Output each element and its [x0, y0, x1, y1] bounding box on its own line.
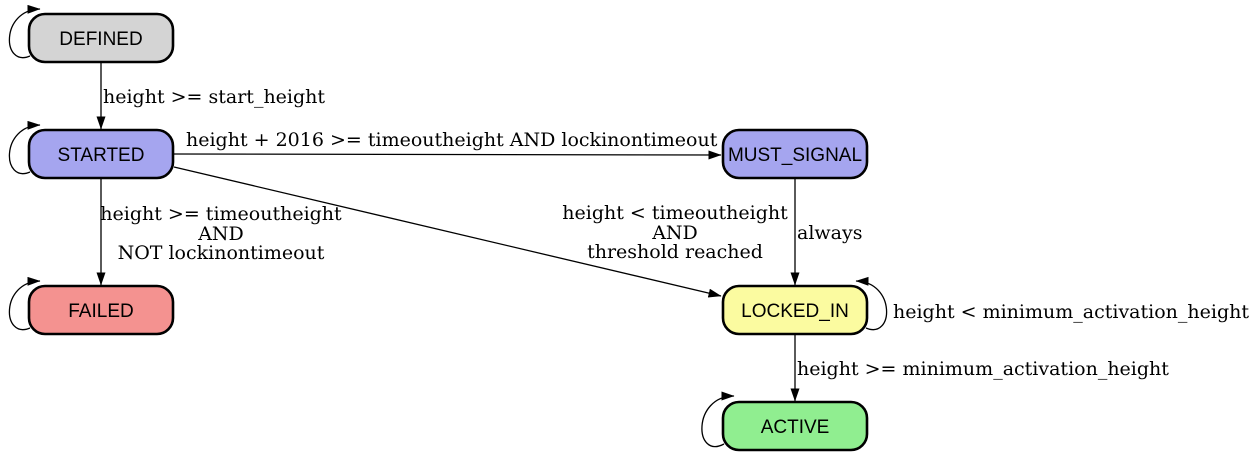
edge-started-locked-in	[173, 166, 722, 298]
edge-label-started-failed-line2: AND	[197, 223, 244, 245]
state-shape-defined	[27, 12, 175, 64]
state-node-active: ACTIVE	[721, 400, 869, 452]
edge-defined-self	[8, 4, 41, 59]
edge-label-started-locked-in: height < timeoutheight AND threshold rea…	[562, 202, 788, 263]
edge-label-started-failed-line3: NOT lockinontimeout	[118, 242, 325, 264]
state-label-must-signal: MUST_SIGNAL	[728, 145, 862, 166]
edge-label-started-locked-in-line1: height < timeoutheight	[562, 202, 788, 224]
edge-started-self	[8, 120, 41, 175]
state-shape-failed	[27, 284, 175, 336]
edge-failed-self	[8, 276, 41, 331]
state-node-locked-in: LOCKED_IN	[721, 284, 869, 336]
state-node-started: STARTED	[27, 128, 175, 180]
edge-label-started-failed-line1: height >= timeoutheight	[100, 203, 342, 225]
edge-label-started-locked-in-line3: threshold reached	[587, 241, 763, 263]
edge-label-started-failed: height >= timeoutheight AND NOT lockinon…	[100, 203, 342, 264]
state-shape-started	[27, 128, 175, 180]
edge-label-must-signal-locked-in: always	[797, 222, 862, 244]
nodes: DEFINED STARTED MUST_SIGNAL FAILED LOCKE…	[27, 12, 869, 452]
state-node-defined: DEFINED	[27, 12, 175, 64]
state-label-active: ACTIVE	[761, 417, 830, 438]
edge-active-self	[701, 391, 735, 448]
state-label-locked-in: LOCKED_IN	[741, 301, 849, 322]
state-node-must-signal: MUST_SIGNAL	[721, 128, 869, 180]
state-shape-must-signal	[721, 128, 869, 180]
edge-labels: height >= start_height height + 2016 >= …	[100, 86, 1249, 380]
state-shape-active	[721, 400, 869, 452]
state-label-defined: DEFINED	[59, 29, 142, 50]
state-label-failed: FAILED	[68, 301, 133, 322]
state-node-failed: FAILED	[27, 284, 175, 336]
edge-label-started-must-signal: height + 2016 >= timeoutheight AND locki…	[186, 129, 718, 151]
edge-started-must-signal	[173, 150, 722, 160]
state-shape-locked-in	[721, 284, 869, 336]
edges	[8, 4, 888, 448]
edge-label-defined-started: height >= start_height	[103, 86, 325, 108]
edge-label-locked-in-active: height >= minimum_activation_height	[797, 358, 1169, 380]
state-label-started: STARTED	[58, 145, 145, 166]
edge-locked-in-self	[855, 276, 888, 331]
edge-label-locked-in-self: height < minimum_activation_height	[893, 301, 1249, 323]
edge-label-started-locked-in-line2: AND	[651, 222, 698, 244]
